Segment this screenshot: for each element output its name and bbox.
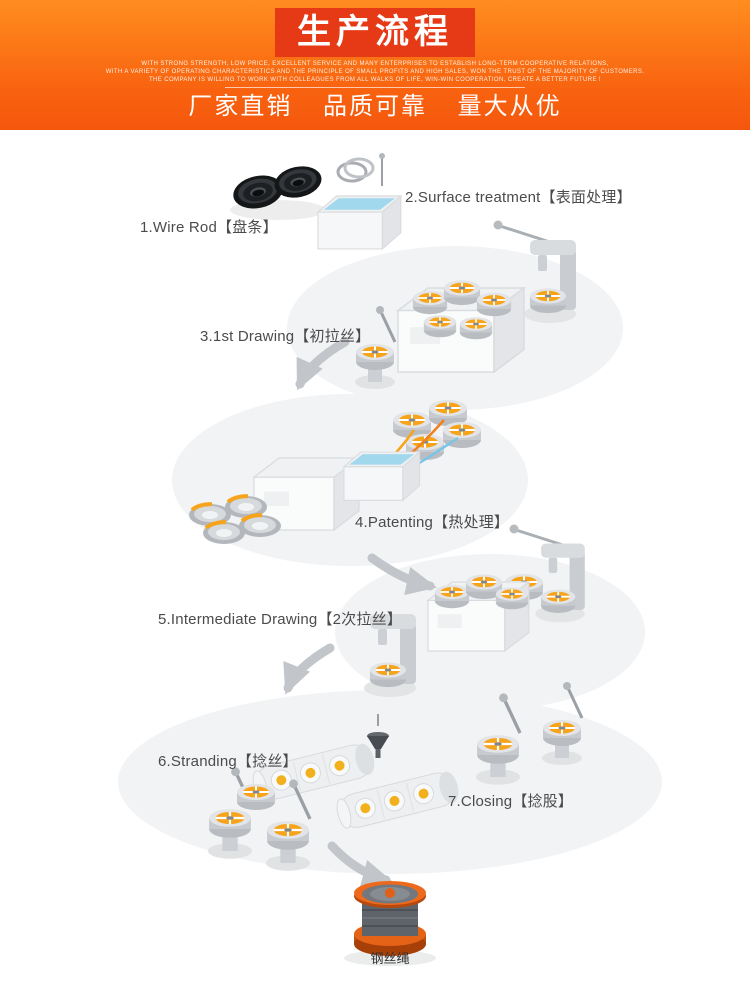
step-5-label: 5.Intermediate Drawing【2次拉丝】 [158,611,403,628]
flow-arrow-3 [283,643,335,695]
flow-arrow-1 [295,337,350,391]
tagline: WITH STRONG STRENGTH, LOW PRICE, EXCELLE… [0,60,750,84]
flow-arrow-2 [367,553,438,596]
steel-wire-rope-illustration [344,881,436,966]
process-diagram: 1.Wire Rod【盘条】 2.Surface treatment【表面处理】… [0,130,750,1003]
slogan-reliable-quality: 品质可靠 [323,93,427,121]
step-6-label: 6.Stranding【捻丝】 [158,753,298,770]
step-3-label: 3.1st Drawing【初拉丝】 [200,328,371,345]
step-2-label: 2.Surface treatment【表面处理】 [405,189,632,206]
step-4-label: 4.Patenting【热处理】 [355,514,510,531]
slogans: 厂家直销 品质可靠 量大从优 [0,92,750,122]
wire-rod-illustration [230,162,326,220]
intermediate-drawing-machine [364,524,585,698]
tagline-line-3: THE COMPANY IS WILLING TO WORK WITH COLL… [148,77,601,84]
page-title: 生产流程 [275,8,475,58]
header-divider [225,87,525,89]
final-product-label: 钢丝绳 [370,951,410,966]
slogan-factory-direct: 厂家直销 [188,93,293,121]
platform-step6-7 [118,690,662,874]
first-drawing-machine [355,220,576,390]
flow-arrow-4 [327,841,393,888]
tagline-line-1: WITH STRONG STRENGTH, LOW PRICE, EXCELLE… [141,61,609,68]
step-7-label: 7.Closing【捻股】 [448,793,574,810]
step-1-label: 1.Wire Rod【盘条】 [140,219,278,236]
patenting-machine [187,399,482,546]
header-banner: 生产流程 WITH STRONG STRENGTH, LOW PRICE, EX… [0,0,750,130]
tagline-line-2: WITH A VARIETY OF OPERATING CHARACTERIST… [105,69,645,76]
process-illustration [118,153,662,966]
stranding-closing-machines [208,682,582,871]
surface-treatment-machine [317,153,402,250]
slogan-bulk-discount: 量大从优 [457,93,562,121]
